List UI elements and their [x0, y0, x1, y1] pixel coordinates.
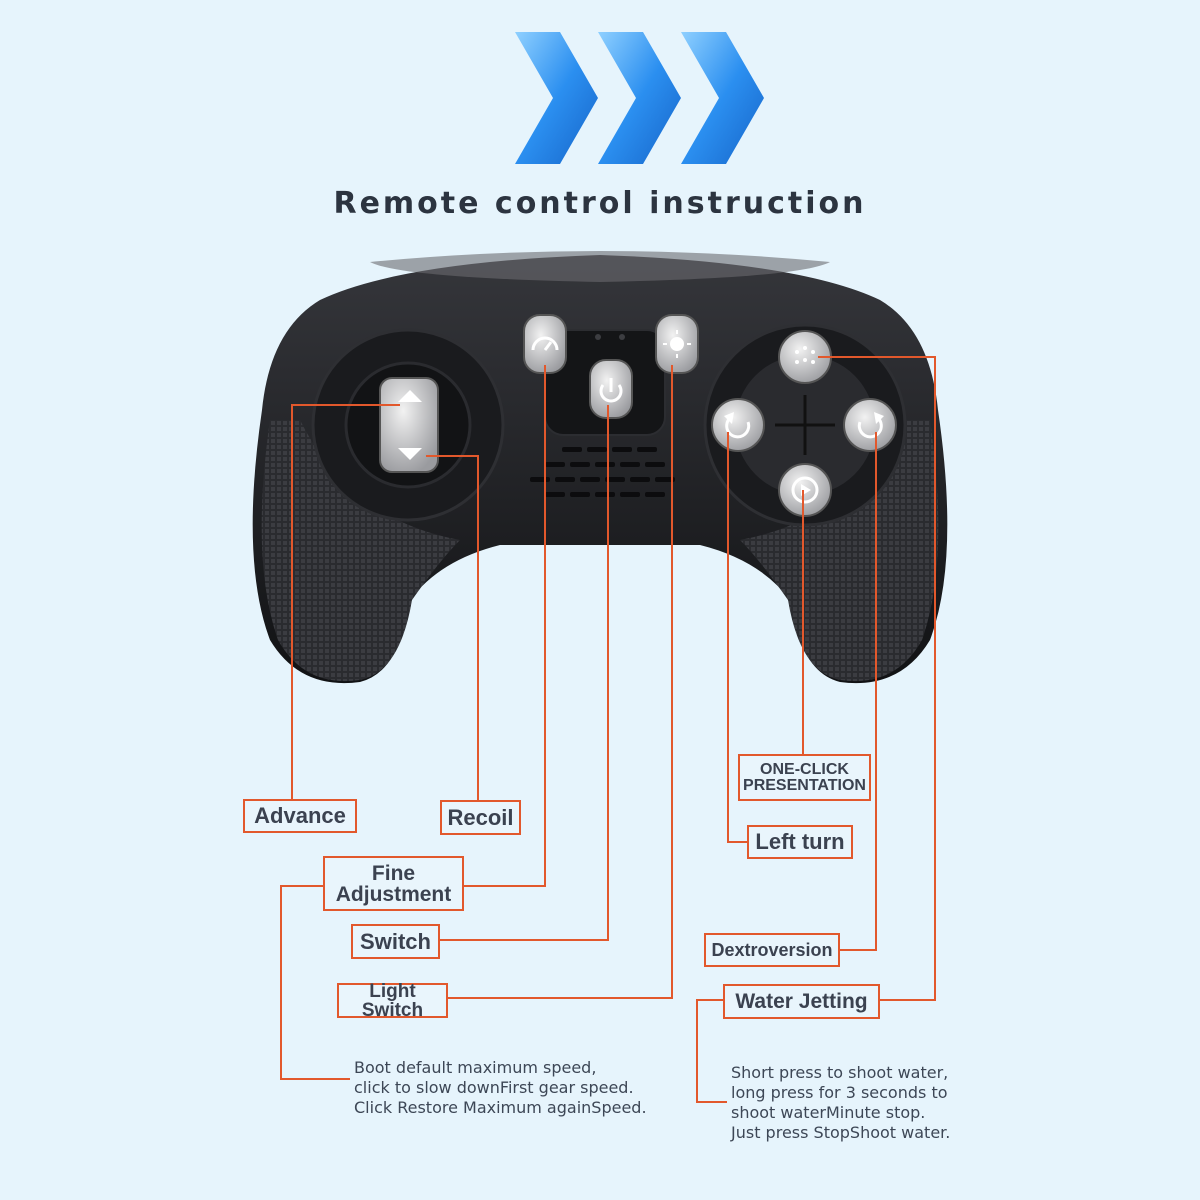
water-note: Short press to shoot water, long press f… — [731, 1063, 951, 1142]
fine-adjustment-button[interactable] — [523, 314, 567, 374]
leader-switch — [439, 405, 609, 941]
leader-recoil — [426, 455, 479, 800]
leader-left-turn — [727, 432, 748, 843]
light-switch-label: Light Switch — [337, 982, 448, 1020]
speed-note: Boot default maximum speed, click to slo… — [354, 1058, 647, 1117]
leader-light-switch — [447, 365, 673, 999]
leader-advance — [291, 404, 400, 800]
switch-label: Switch — [351, 924, 440, 959]
rotate-right-icon — [857, 416, 883, 439]
page-title: Remote control instruction — [333, 186, 867, 221]
speedometer-icon — [531, 336, 559, 351]
right-turn-button[interactable] — [843, 398, 897, 452]
left-turn-button[interactable] — [711, 398, 765, 452]
power-icon — [599, 384, 623, 403]
leader-water-note — [696, 999, 727, 1103]
sun-icon — [663, 330, 691, 358]
leader-water-jetting — [818, 356, 936, 1001]
leader-fine-adjustment — [463, 365, 546, 887]
play-circle-icon — [791, 476, 819, 504]
dextroversion-label: Dextroversion — [704, 933, 840, 967]
leader-speed-note — [280, 885, 350, 1080]
controller-body — [252, 251, 948, 684]
recoil-label: Recoil — [440, 800, 521, 835]
fine-adjustment-label-line-1: Fine — [371, 861, 416, 885]
leader-lines — [280, 356, 936, 1103]
triangle-up-icon — [398, 390, 422, 402]
rotate-left-icon — [725, 416, 751, 439]
one-click-presentation-label: ONE-CLICK PRESENTATION — [738, 754, 871, 801]
one-click-label-line-2: PRESENTATION — [743, 776, 866, 794]
joystick-pad[interactable] — [379, 377, 439, 473]
water-jetting-label: Water Jetting — [723, 984, 880, 1019]
water-spray-icon — [795, 346, 815, 364]
leader-dextroversion — [838, 432, 877, 951]
left-turn-label: Left turn — [747, 825, 853, 859]
one-click-label-line-1: ONE-CLICK — [760, 760, 849, 778]
fine-adjustment-label: Fine Adjustment — [323, 856, 464, 911]
triple-chevron-right-icon — [515, 32, 764, 164]
power-button[interactable] — [589, 359, 633, 419]
light-button[interactable] — [655, 314, 699, 374]
speaker-grille — [530, 447, 675, 497]
advance-label: Advance — [243, 799, 357, 833]
demo-button[interactable] — [778, 463, 832, 517]
triangle-down-icon — [398, 448, 422, 460]
fine-adjustment-label-line-2: Adjustment — [335, 882, 452, 906]
